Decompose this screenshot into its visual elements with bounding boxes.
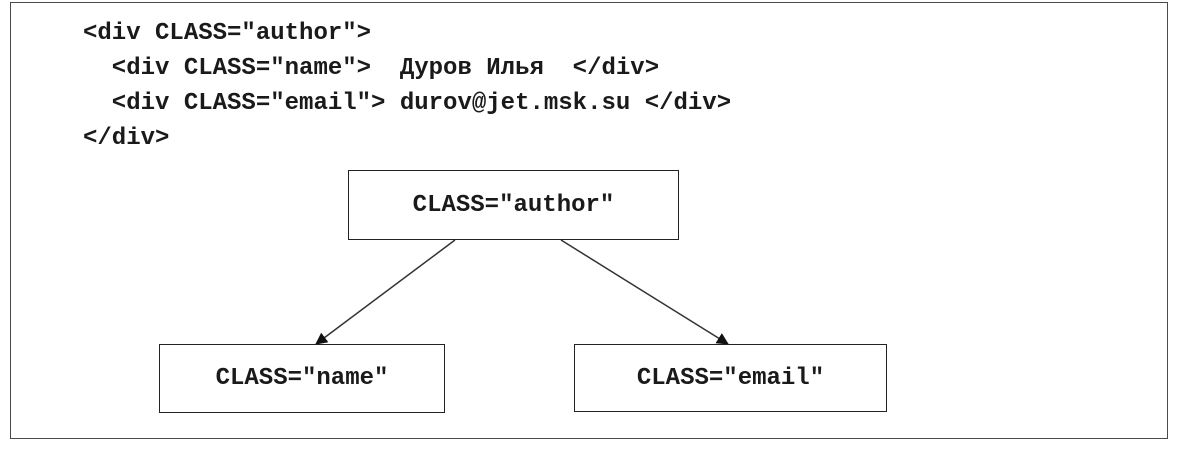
code-line-2: <div CLASS="name"> Дуров Илья </div> <box>83 55 660 82</box>
html-code-listing: <div CLASS="author"> <div CLASS="name"> … <box>83 16 731 156</box>
node-email: CLASS="email" <box>574 344 887 412</box>
node-author-label: CLASS="author" <box>412 191 615 219</box>
node-name: CLASS="name" <box>159 344 445 413</box>
code-line-3: <div CLASS="email"> durov@jet.msk.su </d… <box>83 90 732 117</box>
node-author: CLASS="author" <box>348 170 679 240</box>
code-line-1: <div CLASS="author"> <box>83 20 372 47</box>
node-email-label: CLASS="email" <box>636 364 825 392</box>
code-line-4: </div> <box>83 125 170 152</box>
node-name-label: CLASS="name" <box>215 365 389 392</box>
